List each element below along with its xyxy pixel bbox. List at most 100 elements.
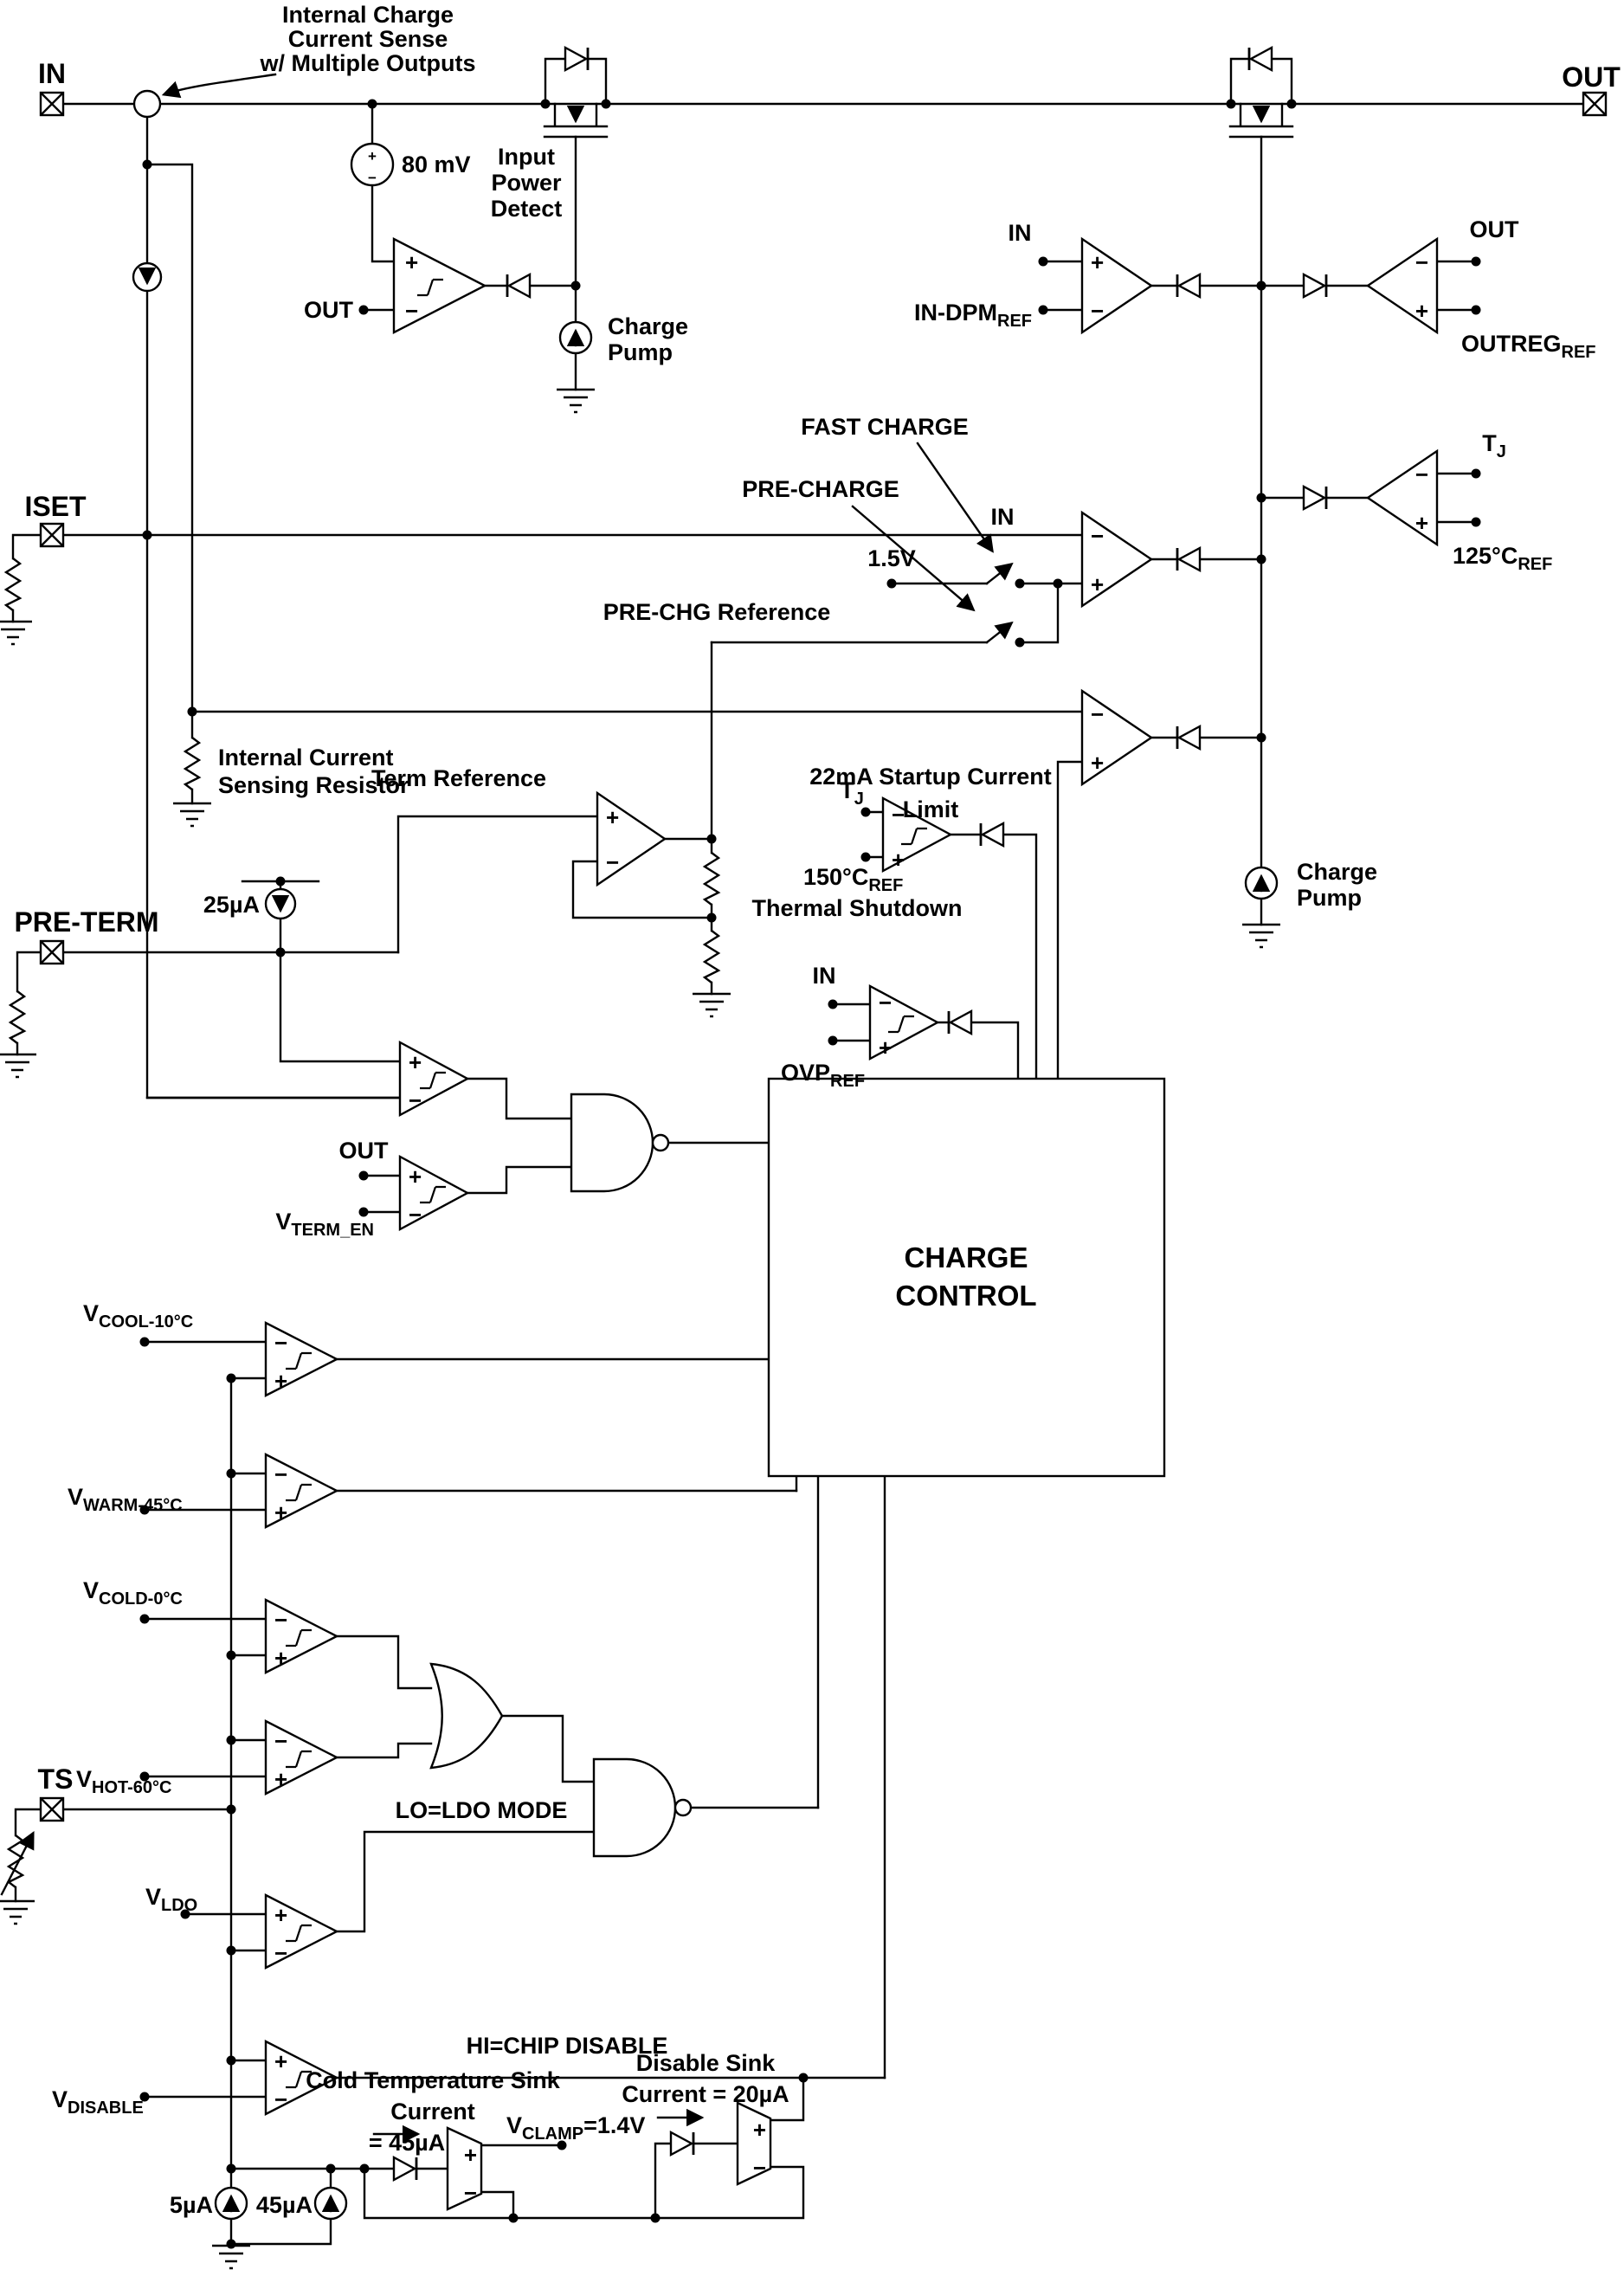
pre-term-pin-label: PRE-TERM	[14, 906, 158, 938]
sign: −	[1091, 701, 1104, 727]
cold-sink-1: Cold Temperature Sink	[306, 2067, 561, 2093]
vldo-label: VLDO	[145, 1884, 197, 1915]
sense-note-1: Internal Charge	[282, 2, 454, 28]
ldo-mode-label: LO=LDO MODE	[396, 1797, 568, 1823]
sign: −	[274, 1728, 287, 1754]
c125-ref-label: 125°CREF	[1453, 543, 1552, 574]
vwarm-comparator: − +	[264, 1453, 339, 1529]
ovp-comparator: − +	[868, 983, 940, 1061]
source-minus: −	[368, 170, 377, 186]
current-sense-node	[132, 89, 162, 119]
sign: −	[274, 1607, 287, 1633]
ua5-label: 5µA	[170, 2192, 213, 2218]
prechg-ref-label: PRE-CHG Reference	[603, 599, 831, 625]
ts-thermistor	[7, 1834, 24, 1889]
disable-sink-clamp	[736, 2101, 772, 2186]
sign: −	[879, 990, 892, 1015]
gate-diode-tj	[1302, 485, 1328, 511]
in-dpm-ref-label: IN-DPMREF	[914, 300, 1032, 331]
iset-pin-label: ISET	[24, 491, 87, 522]
sign: +	[1415, 510, 1428, 536]
vclamp-label: VCLAMP=1.4V	[506, 2112, 645, 2144]
vcool-label: VCOOL-10°C	[83, 1300, 193, 1331]
divider-resistor-2	[703, 929, 720, 984]
sense-note-2: Current Sense	[288, 26, 448, 52]
vterm-en-label: VTERM_EN	[275, 1209, 374, 1240]
current-sources: + −	[132, 89, 1279, 2221]
charge-pump-right-2: Pump	[1297, 885, 1362, 911]
ipd-1: Input	[498, 144, 555, 170]
offset-source-80mv	[350, 142, 395, 187]
tj-label: TJ	[1482, 430, 1506, 461]
sign: +	[274, 1766, 287, 1792]
sign: −	[405, 298, 418, 324]
sign: −	[274, 2086, 287, 2112]
startup-limit-1: 22mA Startup Current	[809, 764, 1052, 790]
term-en-out-label: OUT	[339, 1138, 390, 1164]
sign: +	[274, 2048, 287, 2074]
cold-sink-2: Current	[390, 2099, 475, 2124]
charge-pump-left-2: Pump	[608, 339, 673, 365]
vldo-comparator: + −	[264, 1893, 339, 1970]
sign: −	[1091, 298, 1104, 324]
nand-gate-ldo	[592, 1757, 677, 1858]
sign: −	[753, 2155, 766, 2181]
sign: +	[1091, 750, 1104, 776]
ipd-2: Power	[491, 170, 562, 196]
divider-resistor-1	[703, 851, 720, 906]
cold-sink-3: = 45µA	[369, 2130, 445, 2156]
charge-control-block: CHARGE CONTROL	[767, 1077, 1166, 1478]
ovp-ref-label: OVPREF	[781, 1060, 865, 1091]
vcold-label: VCOLD-0°C	[83, 1577, 183, 1609]
sign: −	[1415, 461, 1428, 487]
charge-control-line2: CONTROL	[895, 1280, 1036, 1312]
comparators: + − + − − + − + − + − + − + − +	[264, 236, 1439, 2116]
sign: +	[606, 804, 619, 830]
vcold-comparator: − +	[264, 1598, 339, 1674]
body-diode-in-fet	[564, 46, 590, 72]
sign: +	[274, 1645, 287, 1671]
thermal-shutdown-comparator: − +	[881, 796, 953, 874]
ts-pin	[39, 1796, 65, 1822]
sign: −	[274, 1461, 287, 1487]
gate-diode-ipd	[506, 273, 532, 299]
ovp-in-label: IN	[813, 963, 836, 989]
out-pin	[1582, 91, 1608, 117]
nand-gate-term	[570, 1093, 654, 1193]
sign: −	[464, 2180, 477, 2206]
vhot-label: VHOT-60°C	[76, 1766, 171, 1797]
gate-diode-outreg	[1302, 273, 1328, 299]
tj-thermal-label: TJ	[840, 777, 864, 809]
sign: +	[405, 249, 418, 275]
pre-term-comparator: + −	[398, 1040, 470, 1118]
dpm-in-label: IN	[1009, 220, 1032, 246]
v15-label: 1.5V	[867, 545, 916, 571]
sign: −	[274, 1940, 287, 1966]
charge-pump-right-1: Charge	[1297, 859, 1377, 885]
sign: +	[1091, 249, 1104, 275]
term-reference-label: Term Reference	[371, 765, 546, 791]
in-pin-label: IN	[38, 58, 66, 89]
c150-ref-label: 150°CREF	[803, 864, 903, 895]
charge-mode-comparator: − +	[1080, 510, 1154, 609]
tj-125c-comparator: − +	[1365, 448, 1439, 547]
internal-sense-resistor	[184, 736, 201, 791]
sign: −	[409, 1202, 422, 1228]
sign: +	[753, 2117, 766, 2143]
dpm-comparator: + −	[1080, 236, 1154, 335]
sign: −	[274, 1330, 287, 1356]
charge-control-line1: CHARGE	[904, 1241, 1028, 1273]
sense-resistor-label-1: Internal Current	[218, 745, 394, 770]
thermal-shutdown-label: Thermal Shutdown	[752, 895, 963, 921]
sign: +	[1415, 298, 1428, 324]
body-diode-out-fet	[1247, 46, 1273, 72]
startup-limit-2: Limit	[903, 796, 959, 822]
term-enable-comparator: + −	[398, 1154, 470, 1232]
ipd-3: Detect	[491, 196, 563, 222]
sign: −	[409, 1087, 422, 1113]
fast-charge-label: FAST CHARGE	[801, 414, 969, 440]
diode-cold-sink	[392, 2156, 418, 2182]
sign: −	[1091, 523, 1104, 549]
